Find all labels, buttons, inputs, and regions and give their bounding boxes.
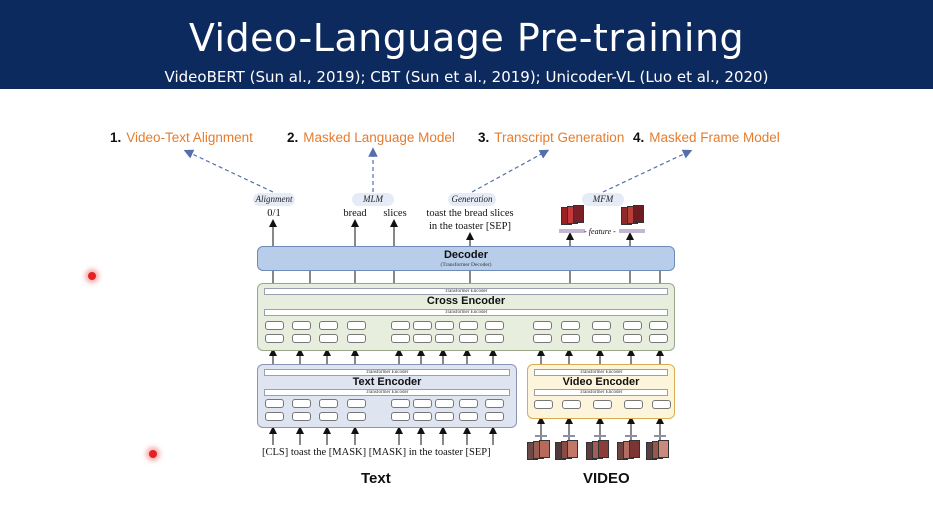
cross-encoder-strip-bottom: Transformer Encoder xyxy=(264,309,668,316)
video-encoder-strip-top: Transformer Encoder xyxy=(534,369,668,376)
mfm-head: MFM xyxy=(582,193,624,206)
task-name: Video-Text Alignment xyxy=(126,130,253,145)
decoder-box: Decoder (Transformer Decoder) xyxy=(257,246,675,271)
text-encoder-box: Transformer Encoder Text Encoder Transfo… xyxy=(257,364,517,428)
text-label: Text xyxy=(361,470,391,487)
slide-subtitle: VideoBERT (Sun al., 2019); CBT (Sun et a… xyxy=(164,68,769,86)
task-number: 3. xyxy=(478,130,490,145)
video-encoder-box: Transformer Encoder Video Encoder Transf… xyxy=(527,364,675,419)
decoder-title: Decoder xyxy=(443,249,489,261)
video-encoder-title: Video Encoder xyxy=(562,376,640,388)
task-masked-frame-model: 4. Masked Frame Model xyxy=(633,130,780,145)
title-banner: Video-Language Pre-training VideoBERT (S… xyxy=(0,0,933,89)
task-masked-language-model: 2. Masked Language Model xyxy=(287,130,455,145)
alignment-output: 0/1 xyxy=(267,208,281,219)
task-number: 1. xyxy=(110,130,122,145)
text-encoder-strip-top: Transformer Encoder xyxy=(264,369,510,376)
predicted-frames-right xyxy=(621,205,646,225)
laser-pointer-dot xyxy=(149,450,157,458)
task-name: Masked Language Model xyxy=(303,130,455,145)
input-text-sequence: [CLS] toast the [MASK] [MASK] in the toa… xyxy=(262,447,491,458)
task-name: Masked Frame Model xyxy=(649,130,780,145)
generation-head: Generation xyxy=(448,193,496,206)
feature-bar-right xyxy=(619,229,645,233)
task-number: 4. xyxy=(633,130,645,145)
slide-title: Video-Language Pre-training xyxy=(188,16,745,60)
task-video-text-alignment: 1. Video-Text Alignment xyxy=(110,130,253,145)
predicted-frames-left xyxy=(561,205,586,225)
task-number: 2. xyxy=(287,130,299,145)
generation-output-line1: toast the bread slices xyxy=(426,208,514,219)
mlm-output-slices: slices xyxy=(383,208,407,219)
task-name: Transcript Generation xyxy=(494,130,625,145)
video-encoder-strip-bottom: Transformer Encoder xyxy=(534,389,668,396)
cross-encoder-title: Cross Encoder xyxy=(426,295,506,307)
cross-encoder-strip-top: Transformer Encoder xyxy=(264,288,668,295)
text-encoder-strip-bottom: Transformer Encoder xyxy=(264,389,510,396)
task-transcript-generation: 3. Transcript Generation xyxy=(478,130,624,145)
cross-encoder-box: Transformer Encoder Cross Encoder Transf… xyxy=(257,283,675,351)
generation-output-line2: in the toaster [SEP] xyxy=(429,221,511,232)
text-encoder-title: Text Encoder xyxy=(352,376,422,388)
mlm-head: MLM xyxy=(352,193,394,206)
feature-label: - feature - xyxy=(584,227,616,236)
mlm-output-bread: bread xyxy=(343,208,367,219)
laser-pointer-dot xyxy=(88,272,96,280)
feature-bar-left xyxy=(559,229,585,233)
alignment-head: Alignment xyxy=(253,193,295,206)
video-label: VIDEO xyxy=(583,470,630,487)
decoder-subtitle: (Transformer Decoder) xyxy=(440,262,492,268)
